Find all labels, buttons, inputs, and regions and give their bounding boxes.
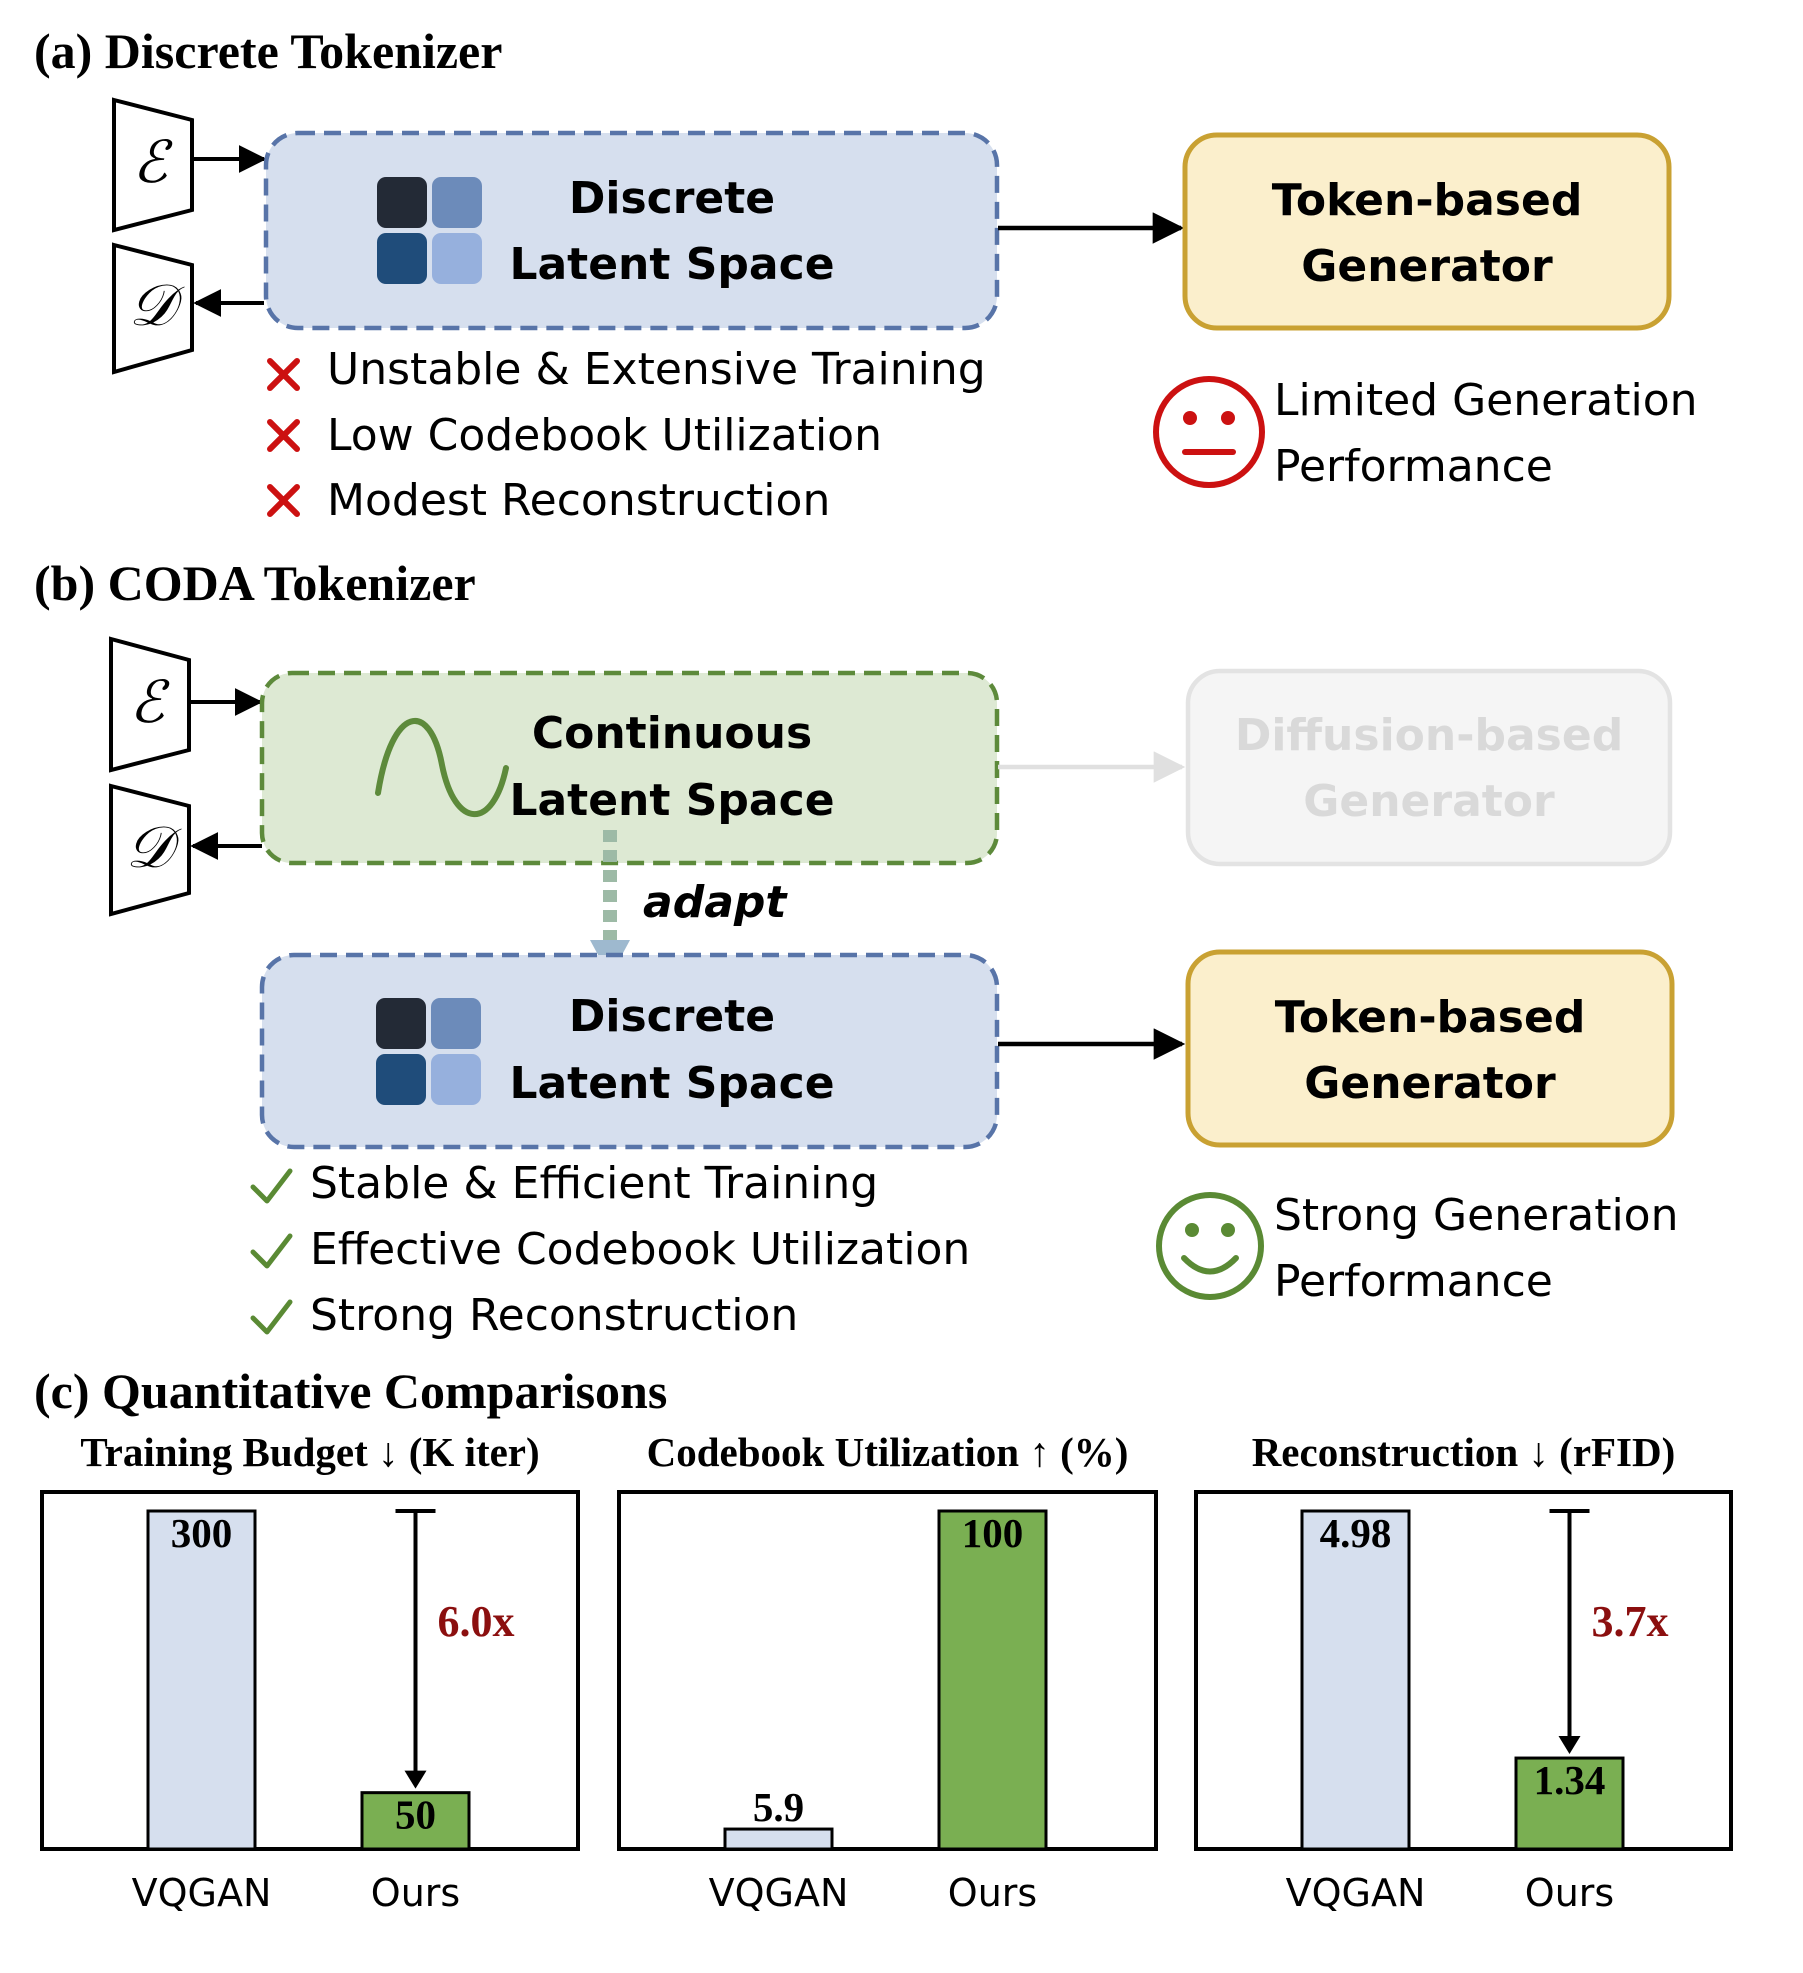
pro-item: Strong Reconstruction [310,1290,798,1341]
pro-item: Stable & Efficient Training [310,1158,878,1209]
x-tick-label: Ours [371,1871,460,1915]
neutral-face-icon [1153,376,1265,488]
diffusion-generator-label-2: Generator [1303,776,1555,827]
improvement-label: 6.0x [438,1597,515,1646]
chart-frame [1194,1490,1733,1851]
discrete-latent-box-a [263,130,1000,331]
reduction-arrow-head [1558,1736,1581,1755]
chart-title: Training Budget ↓ (K iter) [80,1429,539,1475]
adapt-label: adapt [643,877,788,928]
token-generator-label-1: Token-based [1275,992,1586,1043]
improvement-label: 3.7x [1592,1597,1669,1646]
token-generator-box-b [1185,949,1675,1148]
discrete-latent-label-1: Discrete [569,991,775,1042]
token-generator-label-2: Generator [1301,241,1553,292]
bar-vqgan [723,1827,834,1851]
encoder-symbol: ℰ [132,130,173,195]
sine-wave-icon [375,718,509,817]
discrete-latent-label-2: Latent Space [509,239,834,290]
section-c-title: (c) Quantitative Comparisons [34,1363,667,1419]
section-a-title: (a) Discrete Tokenizer [34,23,502,79]
x-tick-label: VQGAN [132,1871,272,1915]
data-label: 5.9 [753,1784,804,1830]
decoder-block-a: 𝒟 [112,242,194,375]
chart-frame [617,1490,1158,1851]
cons-list: Unstable & Extensive Training Low Codebo… [267,344,986,526]
bar-ours [937,1509,1048,1851]
data-label: 50 [395,1792,436,1838]
token-generator-box-a [1182,132,1672,331]
data-label: 1.34 [1534,1757,1606,1803]
con-item: Unstable & Extensive Training [327,344,986,395]
check-icon [250,1299,293,1335]
encoder-block-b: ℰ [109,636,191,773]
chart-title: Codebook Utilization ↑ (%) [647,1429,1129,1475]
discrete-latent-label-2: Latent Space [509,1058,834,1109]
codebook-icon [377,177,482,284]
continuous-latent-box [259,670,1000,866]
discrete-latent-box-b [259,952,1000,1150]
encoder-block-a: ℰ [112,97,194,233]
token-generator-label-2: Generator [1304,1058,1556,1109]
smiley-face-icon [1156,1192,1264,1300]
data-label: 100 [962,1510,1024,1556]
encoder-symbol: ℰ [129,670,170,735]
x-tick-label: Ours [1525,1871,1614,1915]
diffusion-generator-box [1185,668,1673,867]
pro-item: Effective Codebook Utilization [310,1224,970,1275]
x-tick-label: Ours [948,1871,1037,1915]
continuous-latent-label-1: Continuous [532,708,812,759]
reduction-arrow-head [404,1770,427,1789]
outcome-b-line2: Performance [1274,1256,1553,1307]
continuous-latent-label-2: Latent Space [509,775,834,826]
outcome-a-line1: Limited Generation [1274,375,1698,426]
outcome-a-line2: Performance [1274,441,1553,492]
data-label: 300 [171,1510,233,1556]
bar-vqgan [146,1509,257,1851]
cross-icon [267,484,300,517]
cross-icon [267,358,300,391]
data-label: 4.98 [1320,1510,1392,1556]
x-tick-label: VQGAN [709,1871,849,1915]
cross-icon [267,419,300,452]
section-b-title: (b) CODA Tokenizer [34,555,476,611]
outcome-b-line1: Strong Generation [1274,1190,1679,1241]
codebook-icon [376,998,481,1105]
pros-list: Stable & Efficient Training Effective Co… [250,1158,970,1341]
bar-vqgan [1300,1509,1411,1851]
token-generator-label-1: Token-based [1272,175,1583,226]
check-icon [250,1233,293,1269]
bar-ours [360,1791,471,1851]
con-item: Low Codebook Utilization [327,410,882,461]
check-icon [250,1168,293,1204]
x-tick-label: VQGAN [1286,1871,1426,1915]
bar-ours [1514,1756,1625,1851]
diffusion-generator-label-1: Diffusion-based [1235,710,1623,761]
chart-title: Reconstruction ↓ (rFID) [1252,1429,1676,1475]
con-item: Modest Reconstruction [327,475,830,526]
decoder-block-b: 𝒟 [109,783,191,917]
chart-frame [40,1490,580,1851]
discrete-latent-label-1: Discrete [569,173,775,224]
